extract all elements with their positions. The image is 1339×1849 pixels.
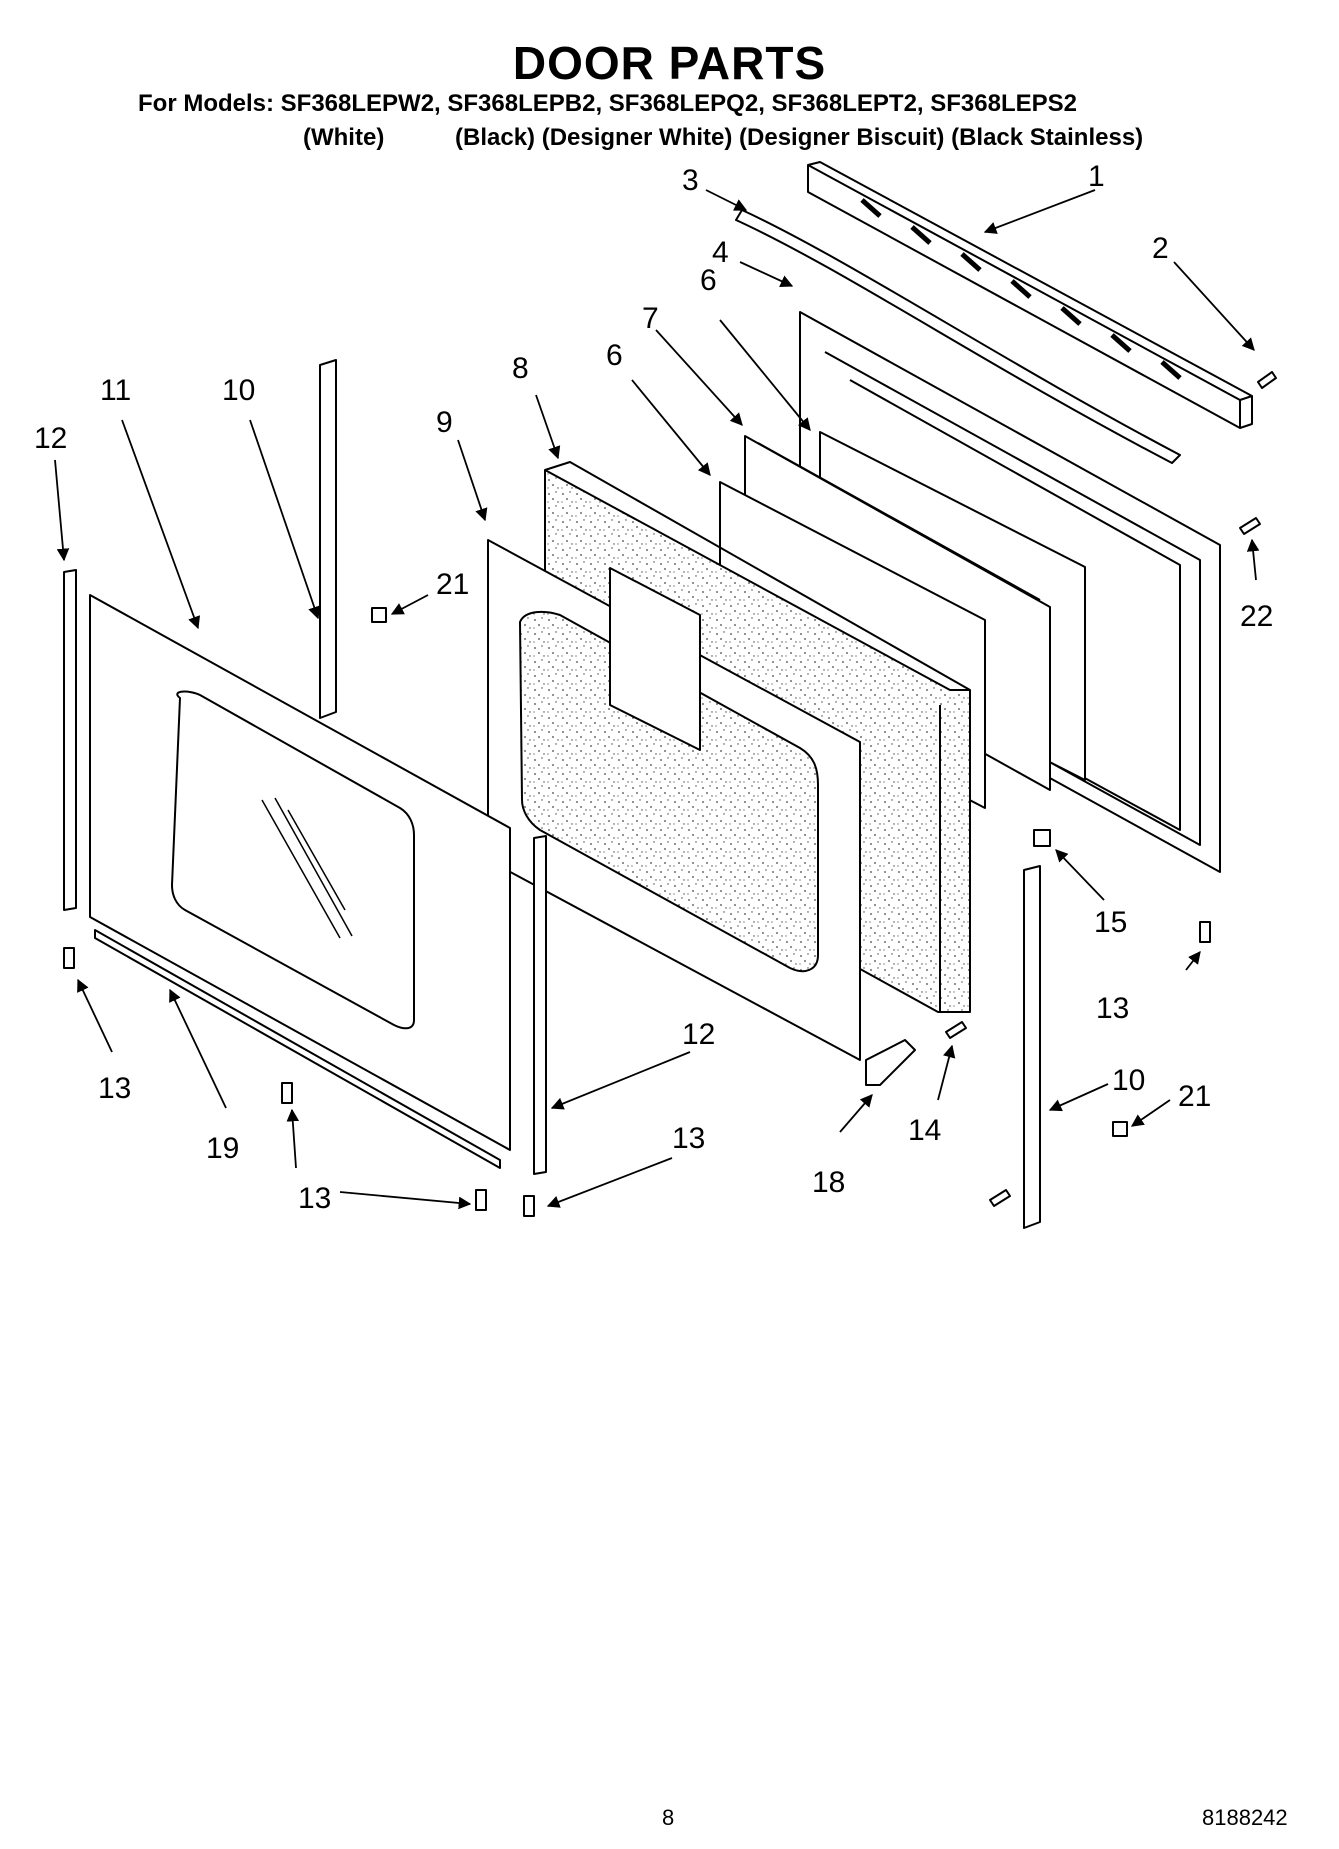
callout-11: 11 <box>100 374 131 407</box>
part-12-left-trim <box>63 569 77 911</box>
callout-12b: 12 <box>682 1018 715 1051</box>
callout-22: 22 <box>1240 600 1273 633</box>
callout-10a: 10 <box>222 374 255 407</box>
part-13-screw-a <box>63 947 75 969</box>
callout-8: 8 <box>512 352 529 385</box>
part-18-bracket <box>865 1039 916 1086</box>
callout-labels: 1 2 3 4 6 7 8 6 9 10 11 12 21 22 15 13 1… <box>34 160 1273 1215</box>
callout-6a: 6 <box>700 264 717 297</box>
callout-7: 7 <box>642 302 659 335</box>
part-21-clip-left <box>371 607 387 623</box>
part-11-outer-glass <box>89 594 511 1151</box>
models-line: For Models: SF368LEPW2, SF368LEPB2, SF36… <box>138 90 1077 117</box>
callout-21a: 21 <box>436 568 469 601</box>
part-15-clip <box>1033 829 1051 847</box>
callout-9: 9 <box>436 406 453 439</box>
part-21-clip-right <box>1112 1121 1128 1137</box>
callout-12a: 12 <box>34 422 67 455</box>
document-number: 8188242 <box>1202 1805 1288 1830</box>
part-10-left-hinge <box>319 359 337 719</box>
callout-13a: 13 <box>98 1072 131 1105</box>
part-13-screw-c <box>475 1189 487 1211</box>
page-number: 8 <box>662 1805 675 1830</box>
color-others: (Black) (Designer White) (Designer Biscu… <box>455 124 1144 151</box>
callout-4: 4 <box>712 236 729 269</box>
part-22-screw <box>1239 517 1261 535</box>
part-13-screw-e <box>1199 921 1211 943</box>
callout-19: 19 <box>206 1132 239 1165</box>
callout-3: 3 <box>682 164 699 197</box>
callout-10b: 10 <box>1112 1064 1145 1097</box>
part-9-inner-frame <box>487 539 861 1061</box>
part-10-right-hinge <box>1023 865 1041 1229</box>
callout-1: 1 <box>1088 160 1105 193</box>
part-12-right-trim <box>533 835 547 1175</box>
leader-lines <box>54 189 1260 1210</box>
color-white: (White) <box>303 124 385 151</box>
callout-15: 15 <box>1094 906 1127 939</box>
part-19-bottom-trim <box>94 929 501 1169</box>
callout-6b: 6 <box>606 339 623 372</box>
part-1-vent-trim <box>807 161 1253 429</box>
part-2-screw <box>1257 371 1277 389</box>
page-title: DOOR PARTS <box>512 37 827 89</box>
part-13-screw-d <box>523 1195 535 1217</box>
callout-18: 18 <box>812 1166 845 1199</box>
part-13-screw-b <box>281 1082 293 1104</box>
part-14-screw <box>945 1021 967 1039</box>
callout-14: 14 <box>908 1114 941 1147</box>
callout-2: 2 <box>1152 232 1169 265</box>
part-13-screw-f <box>989 1189 1011 1207</box>
callout-21b: 21 <box>1178 1080 1211 1113</box>
callout-13e: 13 <box>1096 992 1129 1025</box>
part-3-handle <box>735 209 1181 464</box>
callout-13c: 13 <box>298 1182 331 1215</box>
callout-13d: 13 <box>672 1122 705 1155</box>
